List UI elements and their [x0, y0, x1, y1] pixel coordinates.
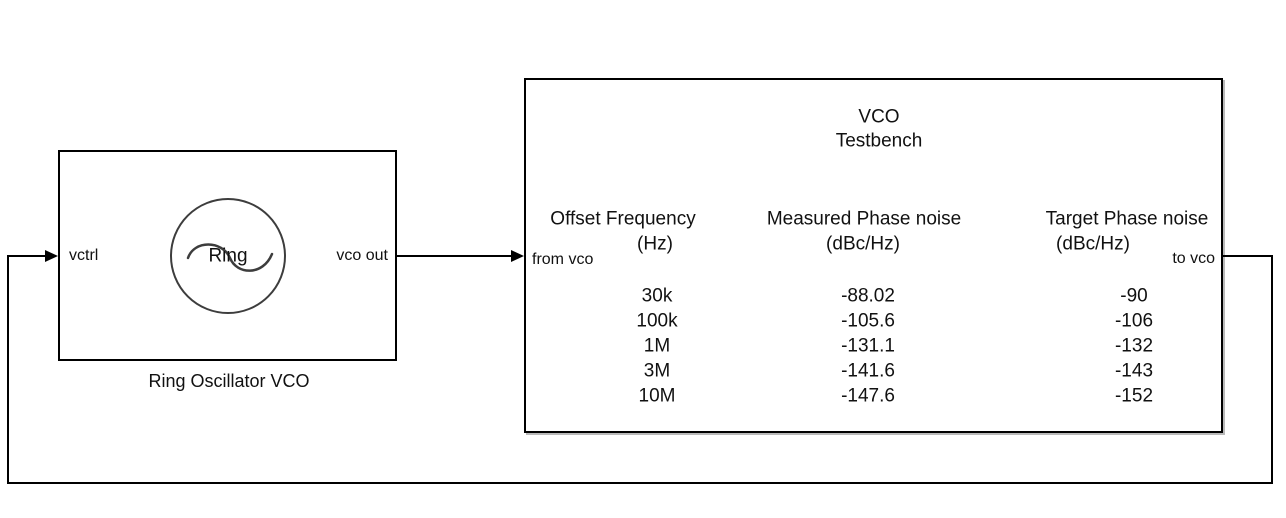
table-cell-offset: 10M	[638, 385, 676, 407]
table-cell-offset: 3M	[643, 360, 671, 382]
table-cell-target: -143	[1114, 360, 1154, 382]
table-cell-measured: -141.6	[841, 360, 895, 382]
testbench-title-line1: VCO	[858, 106, 900, 128]
wire-segment[interactable]	[397, 255, 512, 257]
col-offset-frequency-unit: (Hz)	[637, 233, 673, 255]
wire-segment[interactable]	[7, 255, 47, 257]
wire-segment[interactable]	[7, 255, 9, 484]
col-measured-phase-noise-header: Measured Phase noise	[766, 208, 962, 230]
vco-block-name[interactable]: Ring Oscillator VCO	[148, 371, 310, 391]
table-cell-measured: -131.1	[841, 335, 895, 357]
oscillator-icon-label: Ring	[208, 245, 248, 267]
table-cell-target: -152	[1114, 385, 1154, 407]
table-cell-measured: -88.02	[841, 285, 895, 307]
wire-segment[interactable]	[1223, 255, 1273, 257]
table-cell-offset: 100k	[636, 310, 678, 332]
table-cell-offset: 30k	[641, 285, 673, 307]
table-cell-measured: -147.6	[841, 385, 895, 407]
testbench-output-port-label: to vco	[1172, 250, 1215, 267]
wire-segment[interactable]	[1271, 255, 1273, 484]
table-cell-target: -106	[1114, 310, 1154, 332]
col-offset-frequency-header: Offset Frequency	[550, 208, 696, 230]
testbench-input-port-label: from vco	[532, 251, 594, 268]
col-measured-phase-noise-unit: (dBc/Hz)	[826, 233, 900, 255]
col-target-phase-noise-header: Target Phase noise	[1045, 208, 1209, 230]
vco-testbench-block[interactable]: VCO Testbench Offset Frequency (Hz) Meas…	[524, 78, 1223, 433]
table-cell-target: -90	[1120, 285, 1148, 307]
table-cell-target: -132	[1114, 335, 1154, 357]
vco-output-port-label: vco out	[336, 247, 388, 264]
col-target-phase-noise-unit: (dBc/Hz)	[1056, 233, 1130, 255]
table-cell-offset: 1M	[643, 335, 671, 357]
wire-segment[interactable]	[7, 482, 1273, 484]
wire-arrowhead-icon	[511, 250, 524, 262]
testbench-title-line2: Testbench	[835, 130, 923, 152]
vco-input-port-label: vctrl	[69, 247, 99, 264]
ring-oscillator-vco-block[interactable]: Ring vctrl vco out	[58, 150, 397, 361]
wire-arrowhead-icon	[45, 250, 58, 262]
table-cell-measured: -105.6	[841, 310, 895, 332]
